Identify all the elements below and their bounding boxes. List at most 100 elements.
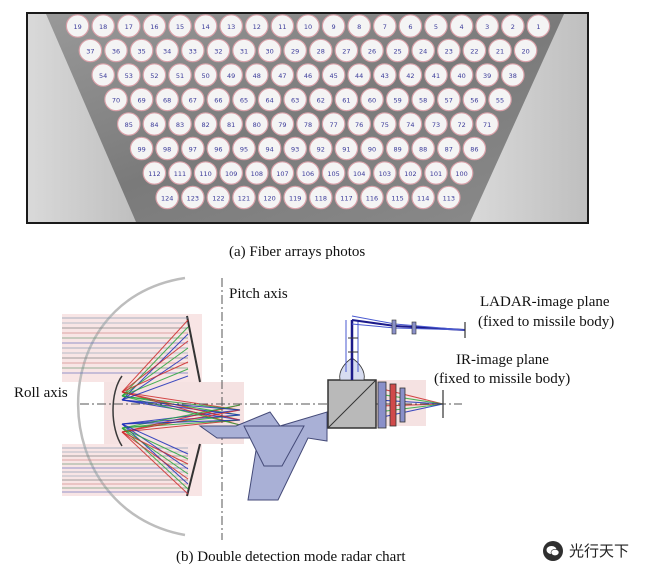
optical-schematic [62,276,466,540]
converging-ray-upper [121,391,241,426]
fiber-label: 106 [302,170,314,178]
fiber-label: 43 [381,72,389,80]
fiber-label: 122 [212,195,224,203]
fiber-core [232,87,256,112]
fiber-core [398,112,423,136]
fiber-label: 119 [289,195,301,203]
fiber-label: 123 [187,195,199,203]
ir-lens-1 [377,381,387,429]
fiber-label: 71 [483,121,491,129]
fiber-core [283,185,307,210]
fiber-label: 51 [176,72,184,80]
fiber-label: 110 [199,170,211,178]
fiber-label: 54 [99,72,107,80]
fiber-core [270,112,295,136]
fiber-label: 117 [340,195,352,203]
fiber-core [347,112,371,136]
fiber-core [117,112,141,136]
converging-ray-upper [121,399,241,411]
fiber-label: 46 [304,72,312,80]
folded-ray-upper [121,375,189,401]
folded-ray-lower [121,423,189,470]
primary-lens [112,375,123,447]
fiber-label: 30 [265,48,273,56]
fiber-label: 93 [291,146,299,154]
fiber-label: 87 [445,146,453,154]
fiber-label: 27 [342,48,350,56]
fiber-core [424,14,448,38]
fiber-core [155,136,179,161]
fiber-core [270,14,295,38]
fiber-label: 25 [393,48,401,56]
fiber-core [219,63,243,87]
fiber-core [347,63,371,87]
fiber-label: 15 [176,23,184,31]
fiber-label: 23 [445,48,453,56]
fiber-core [436,87,461,112]
fiber-core [360,87,384,112]
fiber-core [257,38,282,63]
fiber-core [168,14,192,38]
fiber-label: 115 [391,195,403,203]
fiber-core [142,112,167,136]
fiber-core [398,161,423,185]
fiber-core [424,112,448,136]
fiber-core [308,136,333,161]
folded-ray-upper [121,368,189,397]
fiber-core [398,63,423,87]
fiber-core [488,38,512,63]
fiber-core [78,38,103,63]
fiber-core [424,161,448,185]
fiber-core [257,136,282,161]
fiber-core [296,112,320,136]
ir-plane-label: IR-image plane [456,352,549,368]
fiber-label: 35 [137,48,145,56]
fiber-core [270,161,295,185]
fiber-label: 47 [278,72,286,80]
fiber-label: 8 [357,23,361,31]
fiber-label: 55 [496,97,504,105]
fiber-core [334,185,359,210]
ir-focus-ray [377,399,444,405]
ir-focus-ray [377,387,444,405]
watermark-text: 光行天下 [569,542,630,560]
fiber-core [500,14,525,38]
fiber-core [244,63,269,87]
fiber-core [449,112,474,136]
fiber-core [283,38,307,63]
fiber-core [398,14,423,38]
fiber-core [360,38,384,63]
fiber-core [193,161,218,185]
fiber-core [206,38,231,63]
folded-ray-lower [121,431,189,465]
fiber-core [129,87,154,112]
folded-ray-lower [121,427,189,475]
fiber-core [372,63,397,87]
fiber-core [91,63,115,87]
fiber-core [436,38,461,63]
fiber-core [385,185,410,210]
lower-mirror [186,443,201,497]
folded-ray-lower [121,427,189,490]
beam-splitter-diagonal [327,379,377,429]
folded-ray-upper [121,326,189,397]
fiber-label: 22 [470,48,478,56]
fiber-label: 56 [470,97,478,105]
converging-ray-upper [121,391,241,411]
fiber-core [206,87,231,112]
fiber-core [117,14,141,38]
fiber-core [372,14,397,38]
fiber-core [436,136,461,161]
fiber-core [104,38,128,63]
fiber-label: 78 [304,121,312,129]
fiber-label: 108 [251,170,263,178]
fiber-label: 40 [457,72,465,80]
fiber-label: 77 [329,121,337,129]
ir-lens-3 [399,387,406,423]
fiber-label: 64 [265,97,273,105]
fiber-core [488,87,512,112]
fiber-core [334,136,359,161]
fiber-label: 50 [201,72,209,80]
